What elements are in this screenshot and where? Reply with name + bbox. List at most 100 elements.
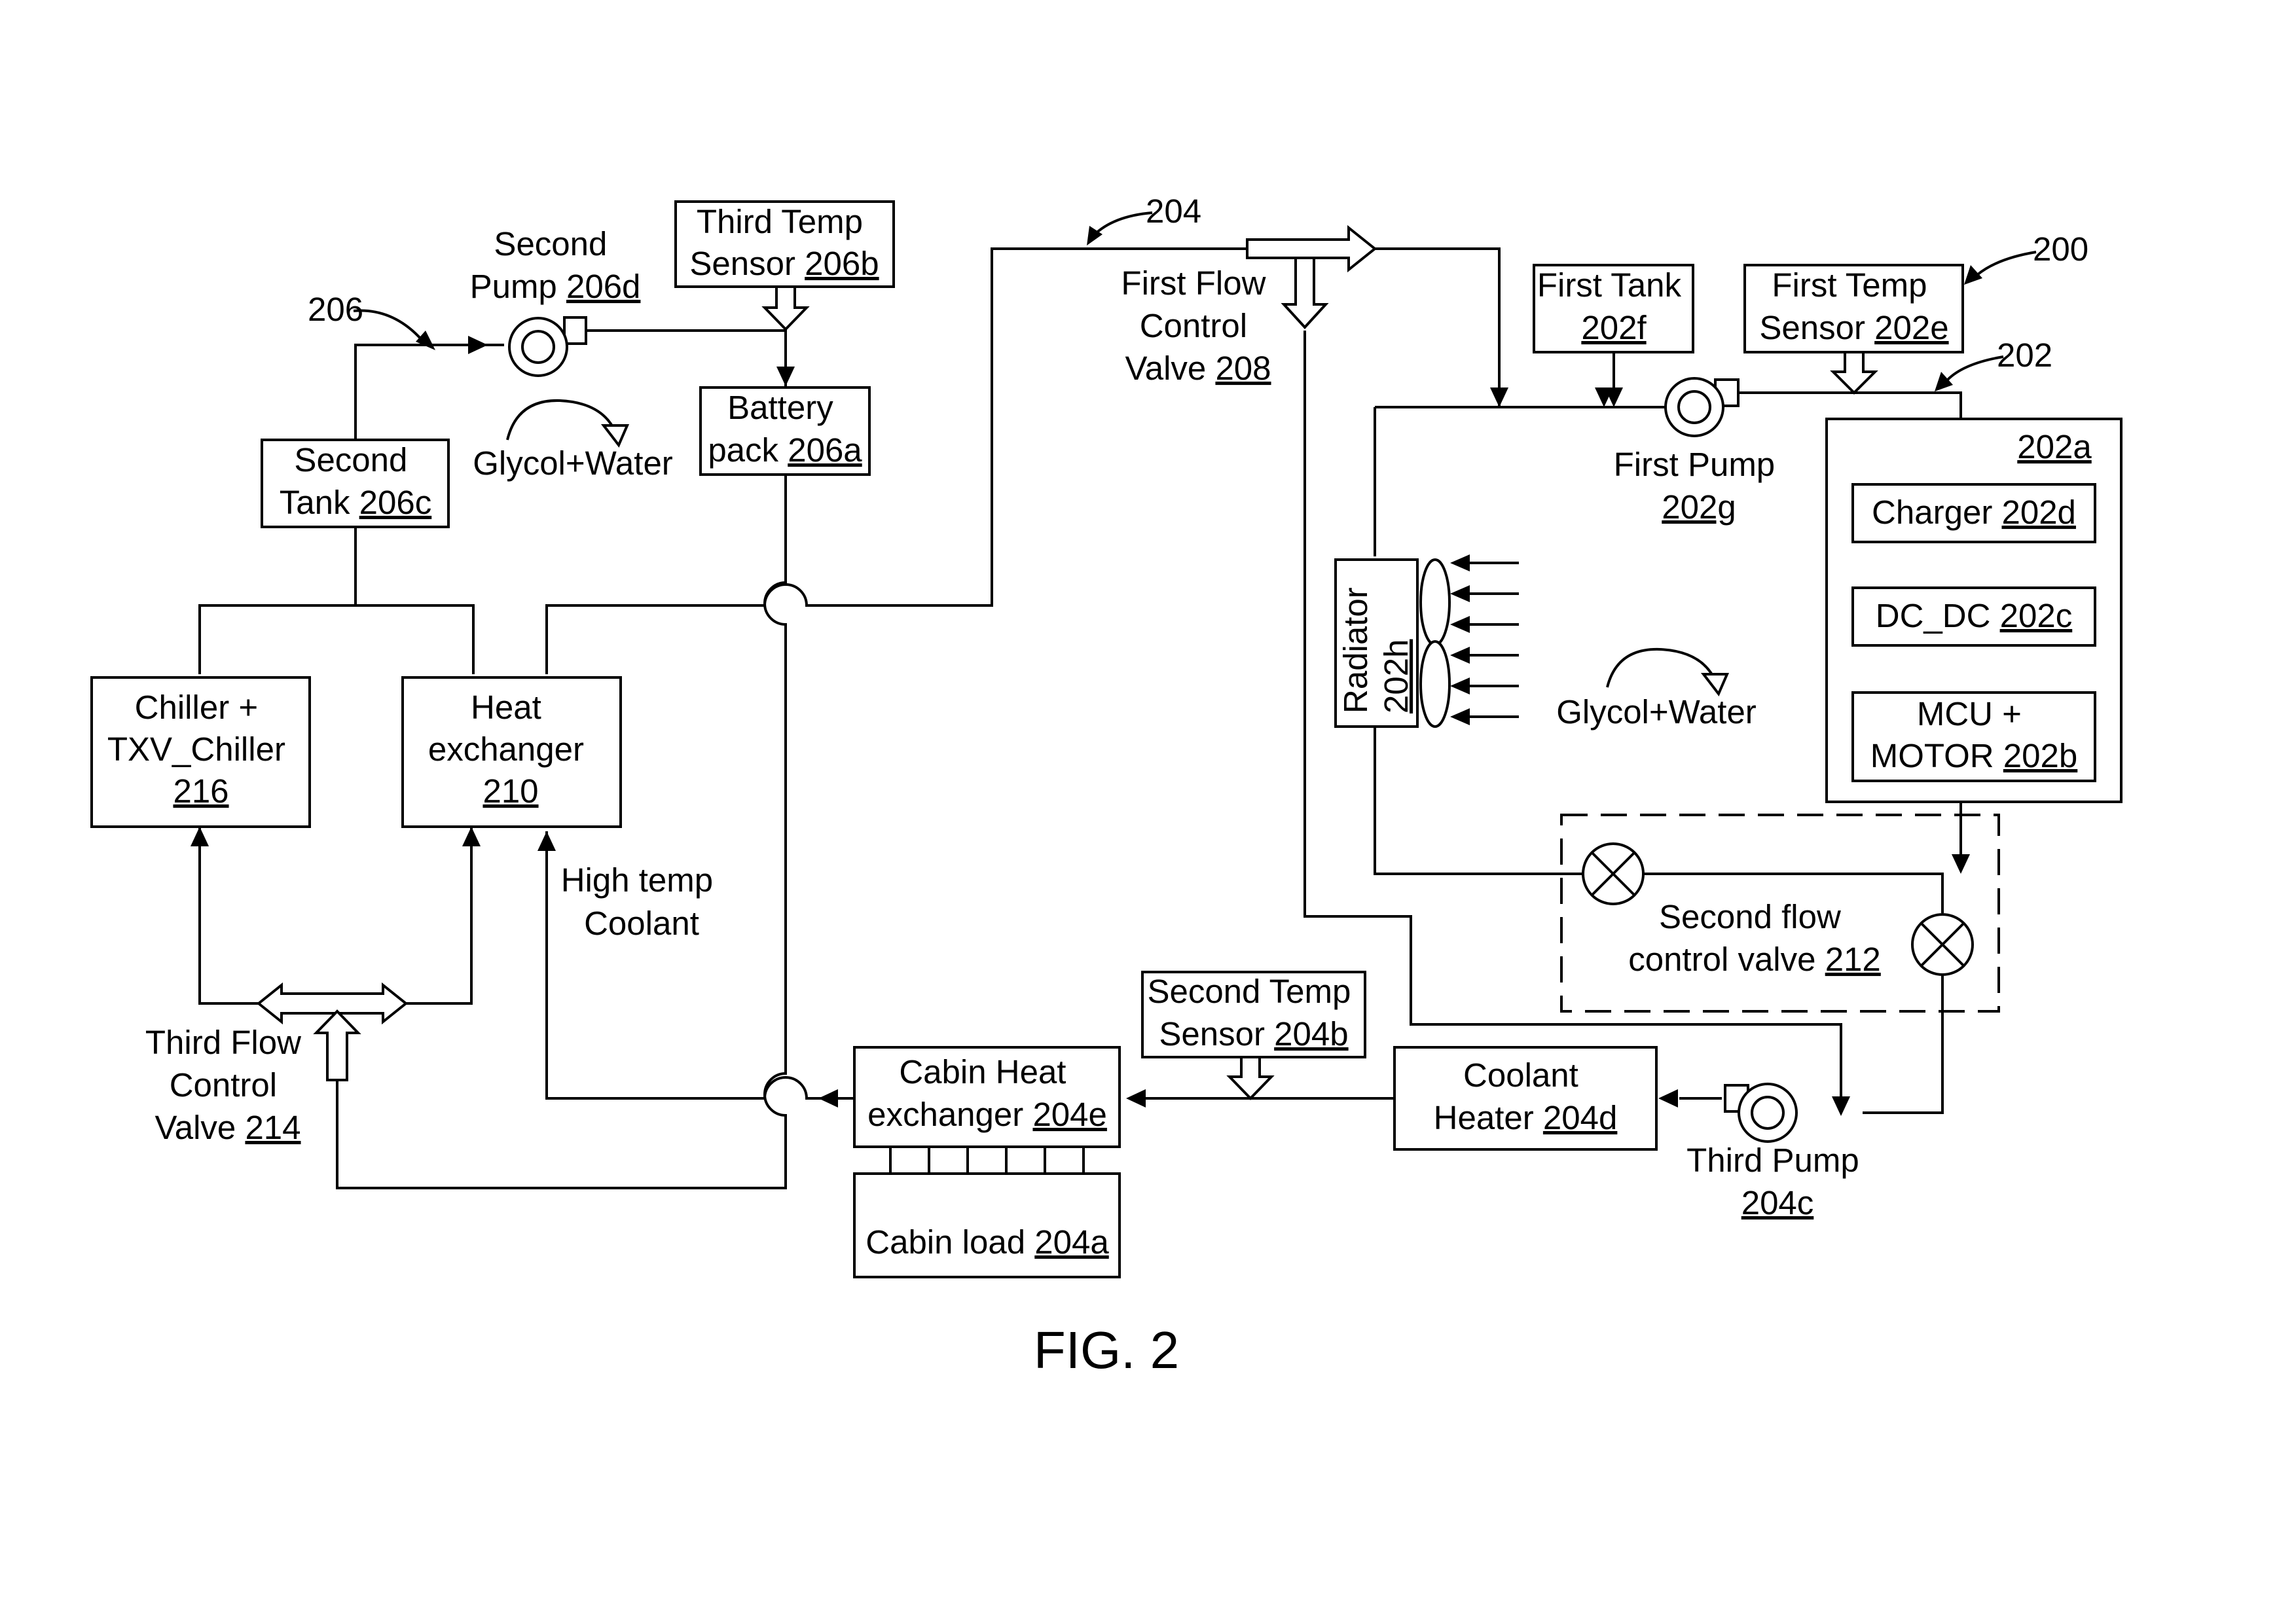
heat-exchanger-box (401, 676, 622, 828)
second-flow-control-valve: Second flow control valve 212 (1560, 814, 2000, 1013)
coolant-heater-label: Coolant Heater 204d (1434, 1056, 1618, 1136)
line-tank-manifold (198, 604, 475, 674)
battery-pack: Battery pack 206a (699, 386, 871, 476)
ref-204: 204 (1146, 192, 1201, 230)
arrow-head (1450, 554, 1470, 571)
arrow-head (1450, 677, 1470, 694)
first-temp-sensor-label: First Temp Sensor 202e (1759, 266, 1948, 346)
dc-dc-label: DC_DC 202c (1876, 597, 2072, 634)
flow-direction-right: Glycol+Water (1556, 647, 1757, 730)
arrow-head (1450, 708, 1470, 725)
drive-unit-group: 202a Charger 202d DC_DC 202c MCU + MOTOR… (1825, 418, 2123, 803)
cabin-load: Cabin load 204a (853, 1172, 1121, 1278)
line-valve212-to-pump3 (1863, 975, 1944, 1114)
second-pump-rotor (521, 330, 555, 364)
first-tank: First Tank 202f (1533, 264, 1694, 407)
heat-exchanger-label: Heat exchanger 210 (428, 689, 593, 810)
leader-200 (1976, 251, 2037, 276)
leader-202 (1946, 355, 2004, 381)
arrow-head (1087, 226, 1102, 245)
charger-label: Charger 202d (1872, 494, 2076, 531)
second-tank-label: Second Tank 206c (280, 441, 432, 521)
second-tank-box (261, 439, 450, 528)
second-flow-valve-label: Second flow control valve 212 (1628, 898, 1881, 978)
third-temp-sensor-box (674, 200, 895, 288)
line-cabinhx-to-hx210 (545, 831, 854, 1100)
curved-flow-arrow (506, 399, 617, 441)
flow-direction-left: Glycol+Water (473, 399, 673, 482)
heat-exchanger: Heat exchanger 210 (401, 676, 622, 828)
line-valve214-loop (198, 827, 473, 1005)
arrow-head (1450, 616, 1470, 633)
valve-214-double-arrow (256, 982, 409, 1025)
line-valve212-junction (1643, 873, 1944, 913)
mcu-motor-box (1851, 691, 2096, 782)
first-pump-rotor (1677, 390, 1711, 424)
first-temp-sensor: First Temp Sensor 202e (1743, 264, 1964, 395)
arrow-head (818, 1089, 838, 1108)
dc-dc-box (1851, 586, 2096, 647)
line-hx-to-valve208 (545, 247, 1247, 674)
figure-label: FIG. 2 (1034, 1321, 1179, 1379)
valve-208-down-arrow (1281, 257, 1329, 329)
radiator-ref: 202h (1377, 640, 1415, 713)
second-pump-label: Second Pump 206d (470, 225, 641, 305)
sensor-probe-arrow (1226, 1056, 1275, 1100)
fan-blade-icon (1419, 558, 1451, 646)
first-pump-label: First Pump 202g (1614, 446, 1785, 526)
high-temp-coolant-label: High temp Coolant (561, 861, 723, 942)
second-pump-outlet (563, 316, 587, 345)
line-pump2-to-battery (576, 329, 787, 386)
sensor-probe-arrow (1830, 351, 1878, 395)
first-pump-icon (1664, 377, 1724, 437)
arrow-head (1832, 1096, 1850, 1116)
valve-208-right-arrow (1246, 225, 1377, 273)
coolant-heater-box (1393, 1046, 1658, 1151)
leader-206 (353, 309, 424, 342)
radiator-label: Radiator (1337, 587, 1374, 713)
valve-212-cross (1590, 851, 1636, 897)
valve-212-cross (1920, 922, 1965, 967)
arrow-head (462, 827, 481, 846)
first-tank-label: First Tank 202f (1537, 266, 1690, 346)
arrow-head (1658, 1089, 1678, 1108)
cabin-heat-exchanger-box (853, 1046, 1121, 1148)
arrow-head (776, 367, 795, 386)
fan-blade-icon (1419, 640, 1451, 728)
coolant-heater: Coolant Heater 204d (1393, 1046, 1658, 1151)
drive-unit-group-ref: 202a (2017, 428, 2092, 465)
arrow-head (1126, 1089, 1146, 1108)
reference-leaders (353, 211, 2037, 391)
second-tank: Second Tank 206c (261, 439, 450, 528)
chiller: Chiller + TXV_Chiller 216 (90, 676, 311, 828)
valve-214-up-arrow (313, 1009, 361, 1081)
mcu-motor-label: MCU + MOTOR 202b (1870, 695, 2078, 774)
cabin-load-box (853, 1172, 1121, 1278)
ref-206: 206 (308, 291, 363, 328)
third-pump: Third Pump 204c (1686, 1083, 1859, 1221)
arrow-head (1964, 265, 1982, 285)
curved-flow-arrow (1606, 647, 1717, 688)
chiller-label: Chiller + TXV_Chiller 216 (107, 689, 295, 810)
arrow-head (1450, 585, 1470, 602)
ref-202: 202 (1997, 336, 2052, 374)
airflow-arrows (1450, 554, 1519, 725)
third-flow-control-valve: Third Flow Control Valve 214 (145, 982, 409, 1146)
first-temp-sensor-box (1743, 264, 1964, 353)
radiator-box (1334, 558, 1419, 728)
line-radiator-return (1374, 723, 1583, 875)
cabin-load-label: Cabin load 204a (866, 1223, 1109, 1261)
cabin-heat-exchanger: Cabin Heat exchanger 204e (853, 1046, 1121, 1148)
first-flow-control-valve: First Flow Control Valve 208 (1121, 225, 1377, 387)
second-pump-icon (508, 317, 568, 377)
third-flow-valve-label: Third Flow Control Valve 214 (145, 1024, 310, 1146)
arrow-head (1952, 854, 1970, 874)
third-temp-sensor: Third Temp Sensor 206b (674, 200, 895, 331)
line-battery-return (336, 475, 787, 1189)
second-temp-sensor: Second Temp Sensor 204b (1141, 971, 1366, 1100)
radiator: Radiator 202h (1334, 554, 1519, 728)
third-pump-icon (1738, 1083, 1798, 1143)
arrow-head (538, 831, 556, 851)
second-temp-sensor-box (1141, 971, 1366, 1058)
